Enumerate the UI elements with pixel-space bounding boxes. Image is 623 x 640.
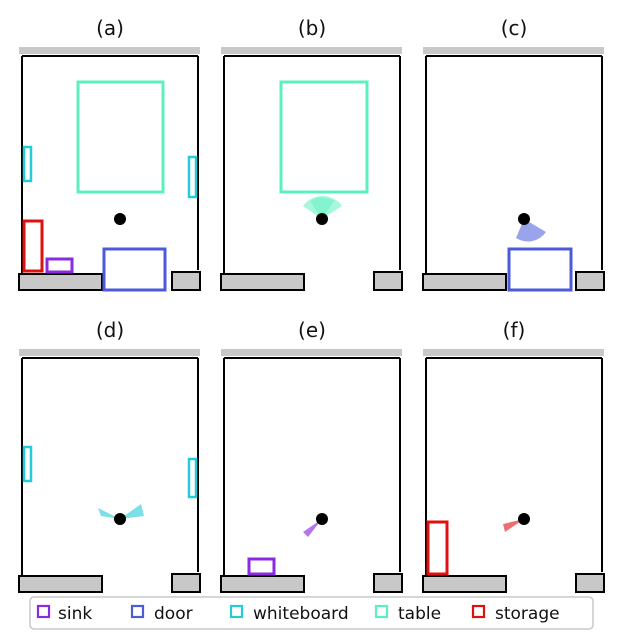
panel-a: (a) — [18, 16, 201, 292]
panel-c: (c) — [422, 16, 605, 292]
legend-label-table: table — [398, 604, 441, 624]
panel-b-label: (b) — [298, 16, 326, 40]
legend-label-whiteboard: whiteboard — [253, 604, 349, 624]
whiteboard-object-right — [187, 457, 198, 499]
panel-d-label: (d) — [96, 318, 124, 342]
room-walls — [220, 349, 403, 593]
bottom-wall-left — [18, 273, 103, 291]
view-fan-table-core — [310, 197, 334, 219]
agent-marker — [518, 213, 530, 225]
room-walls — [18, 47, 201, 291]
legend-swatch-whiteboard — [229, 604, 244, 619]
agent-marker — [114, 513, 126, 525]
legend-label-sink: sink — [58, 604, 92, 624]
legend-swatch-table — [374, 604, 389, 619]
legend-label-door: door — [154, 604, 193, 624]
table-object — [279, 80, 369, 194]
room-walls — [220, 47, 403, 291]
panel-f: (f) — [422, 318, 605, 593]
bottom-wall-right — [171, 271, 201, 291]
view-fan-table — [303, 195, 342, 219]
door-object — [507, 247, 573, 292]
legend-item-table: table — [374, 604, 441, 624]
legend-swatch-door — [130, 604, 145, 619]
top-wall-shadow — [19, 47, 200, 54]
room-walls — [422, 349, 605, 593]
panel-c-label: (c) — [501, 16, 528, 40]
legend-box — [29, 596, 594, 630]
legend-swatch-storage — [471, 604, 486, 619]
panel-d: (d) — [18, 318, 201, 593]
view-fan-whiteboard-right — [120, 504, 144, 519]
agent-marker — [316, 213, 328, 225]
panel-b: (b) — [220, 16, 403, 291]
door-object — [102, 247, 167, 292]
room-walls — [18, 349, 201, 593]
panel-f-label: (f) — [503, 318, 526, 342]
agent-marker — [518, 513, 530, 525]
agent-marker — [114, 213, 126, 225]
agent-marker — [316, 513, 328, 525]
storage-object — [426, 520, 449, 576]
room-walls — [422, 47, 605, 291]
legend-item-storage: storage — [471, 604, 560, 624]
table-object — [76, 80, 165, 194]
sink-object — [247, 557, 276, 576]
legend-item-whiteboard: whiteboard — [229, 604, 349, 624]
whiteboard-object-left — [22, 145, 33, 183]
legend-label-storage: storage — [495, 604, 560, 624]
view-fan-storage — [503, 519, 524, 532]
whiteboard-object-left — [22, 445, 33, 483]
whiteboard-object-right — [187, 155, 198, 199]
storage-object — [22, 219, 44, 273]
legend-item-sink: sink — [36, 604, 92, 624]
panel-e: (e) — [220, 318, 403, 593]
panel-e-label: (e) — [298, 318, 326, 342]
panel-a-label: (a) — [96, 16, 124, 40]
sink-object — [45, 257, 74, 274]
view-fan-sink — [303, 519, 322, 537]
legend: sink door whiteboard table storage — [29, 596, 594, 630]
view-fan-whiteboard-left — [98, 508, 120, 519]
legend-swatch-sink — [36, 604, 51, 619]
legend-item-door: door — [130, 604, 193, 624]
